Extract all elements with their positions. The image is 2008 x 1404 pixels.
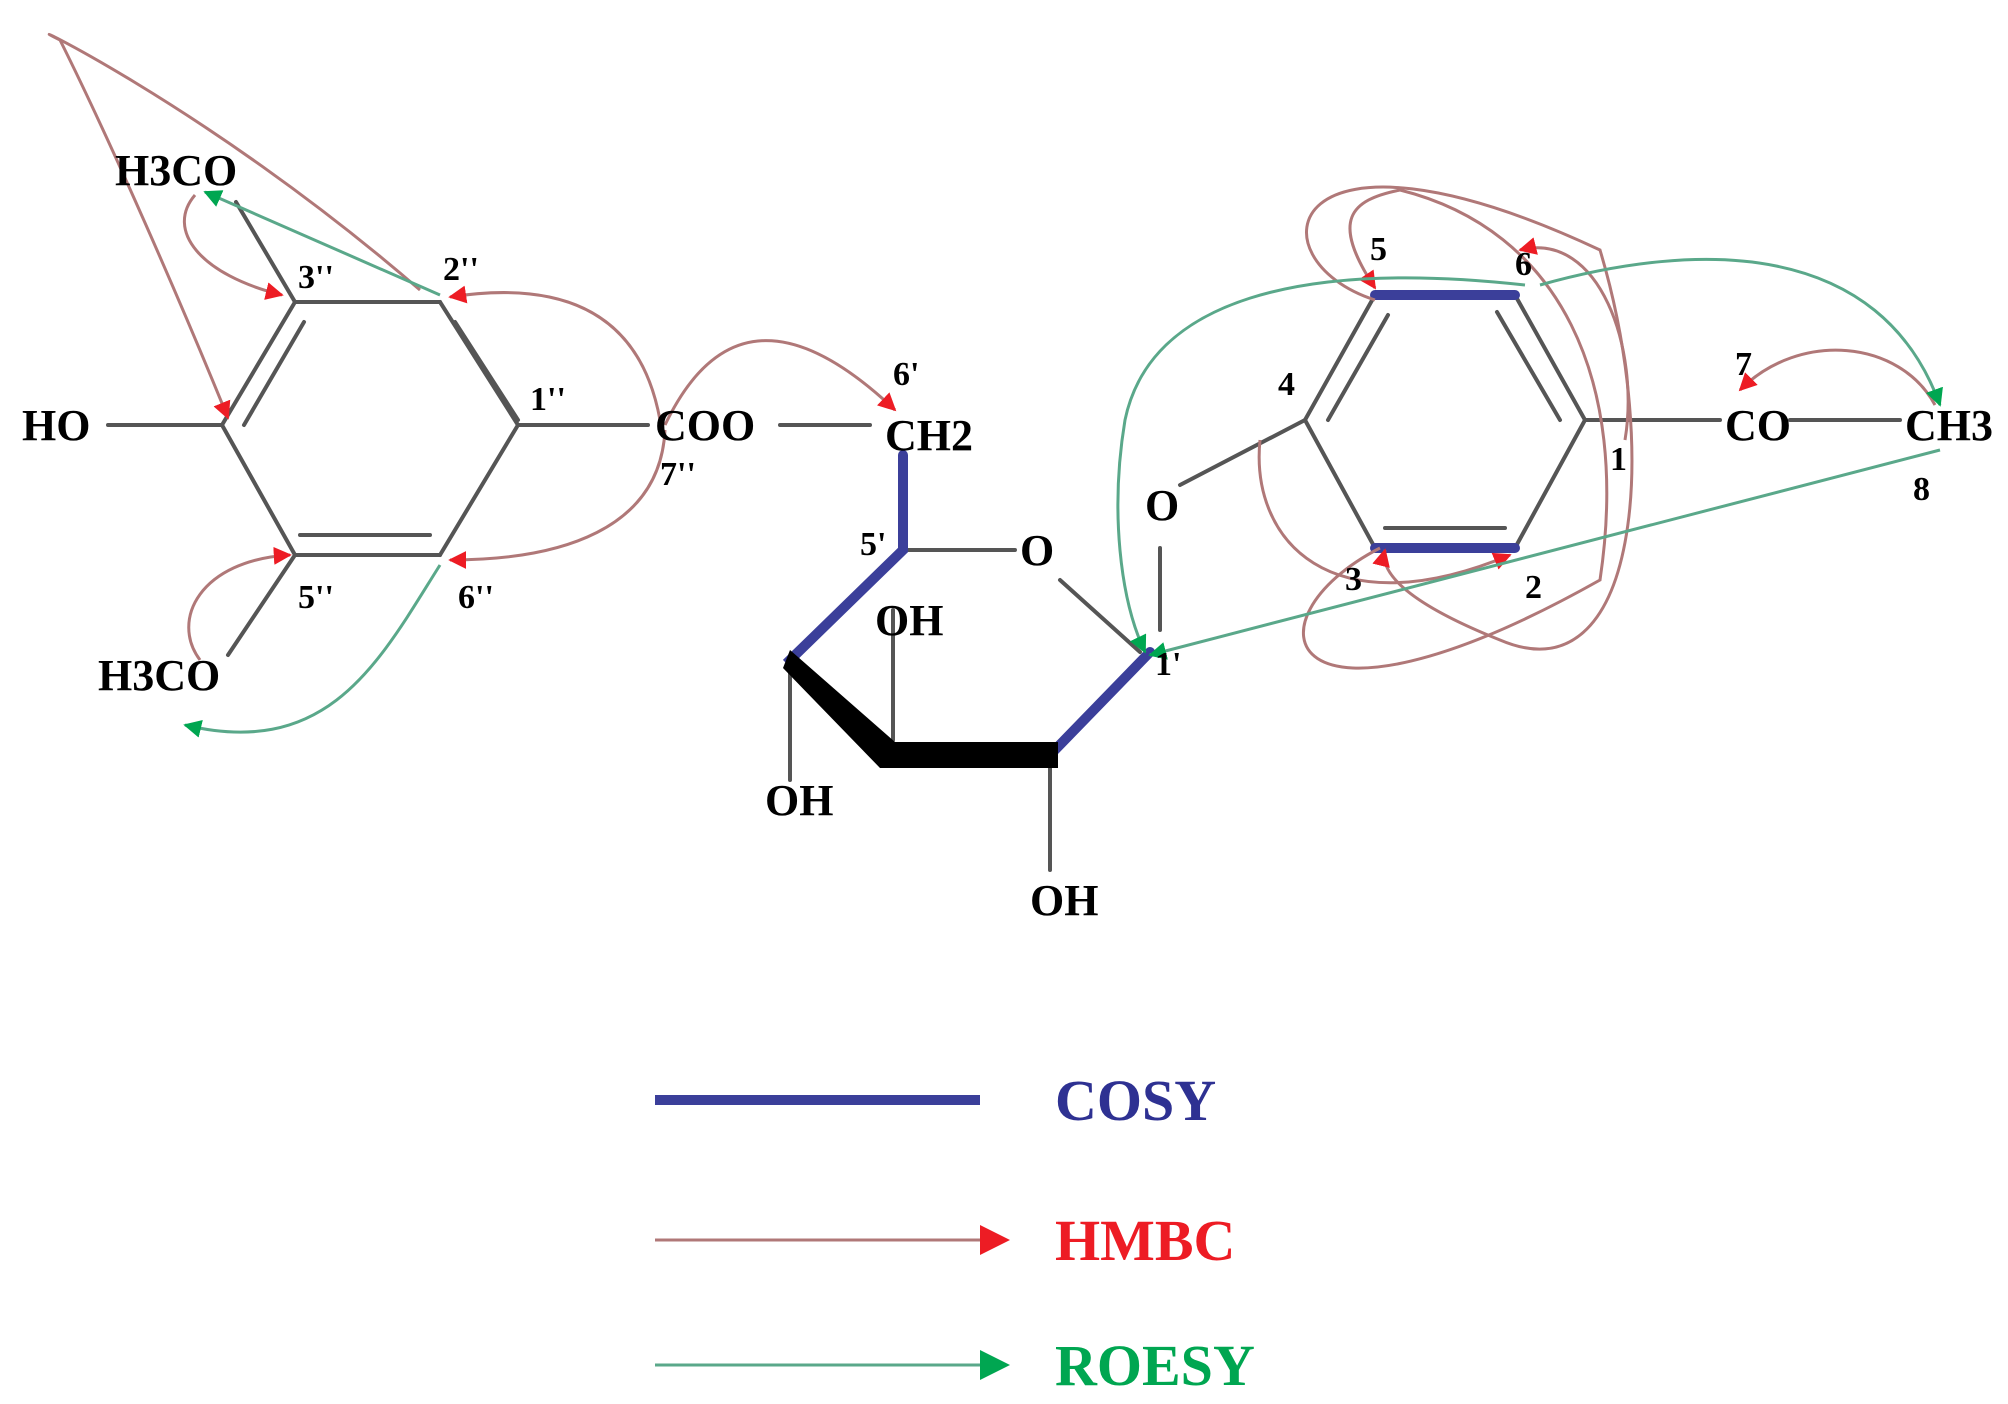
hmbc-correlations <box>47 32 1937 670</box>
pos-5p: 5' <box>860 526 886 563</box>
legend-cosy-label: COSY <box>1055 1068 1216 1133</box>
legend-hmbc-label: HMBC <box>1055 1208 1235 1273</box>
legend: COSY HMBC ROESY <box>655 1068 1255 1398</box>
methoxy-bottom-label: H3CO <box>98 651 220 700</box>
pos-8: 8 <box>1913 471 1930 508</box>
legend-roesy-arrowhead <box>980 1350 1010 1380</box>
pos-3pp: 3'' <box>298 259 334 296</box>
pos-1p: 1' <box>1155 646 1181 683</box>
ester-label: COO <box>655 401 755 450</box>
pos-5pp: 5'' <box>298 579 334 616</box>
ch2-label: CH2 <box>885 411 973 460</box>
pos-2: 2 <box>1525 569 1542 606</box>
legend-roesy-label: ROESY <box>1055 1333 1255 1398</box>
pos-6pp: 6'' <box>458 579 494 616</box>
left-ring-bonds <box>106 200 872 657</box>
roesy-correlations <box>183 190 1943 738</box>
hydroxyl-c4-label: OH <box>875 596 943 645</box>
hydroxyl-left-label: HO <box>22 401 90 450</box>
pos-3: 3 <box>1345 561 1362 598</box>
pos-6: 6 <box>1515 246 1532 283</box>
pos-4: 4 <box>1278 366 1295 403</box>
position-numbers: 3'' 2'' 1'' 5'' 6'' 7'' 6' 5' 1' 4 5 6 1… <box>298 231 1930 683</box>
legend-hmbc-arrowhead <box>980 1225 1010 1255</box>
atom-labels: H3CO HO H3CO COO CH2 O O OH OH OH CO CH3 <box>22 146 1993 925</box>
ring-oxygen-label: O <box>1020 526 1054 575</box>
sugar-ring-bonds <box>782 418 1307 872</box>
pos-1pp: 1'' <box>530 381 566 418</box>
pos-7pp: 7'' <box>660 456 696 493</box>
pos-2pp: 2'' <box>443 251 479 288</box>
glycosidic-oxygen-label: O <box>1145 481 1179 530</box>
methyl-label: CH3 <box>1905 401 1993 450</box>
pos-5: 5 <box>1370 231 1387 268</box>
pos-1: 1 <box>1610 441 1627 478</box>
carbonyl-label: CO <box>1725 401 1791 450</box>
hydroxyl-c2-label: OH <box>1030 876 1098 925</box>
pos-7: 7 <box>1735 346 1752 383</box>
methoxy-top-label: H3CO <box>115 146 237 195</box>
right-ring-bonds <box>1303 290 1902 553</box>
hydroxyl-c3-label: OH <box>765 776 833 825</box>
pos-6p: 6' <box>893 356 919 393</box>
